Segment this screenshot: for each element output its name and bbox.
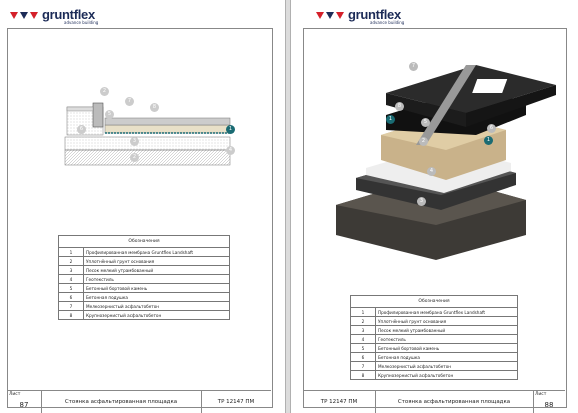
iso-marker-4: 4 [427, 167, 436, 176]
section-marker-6: 6 [77, 125, 86, 134]
iso-marker-6: 6 [487, 124, 496, 133]
section-marker-5: 5 [105, 110, 114, 119]
title-block: ТР 12147 ПМ Стоянка асфальтированная пло… [303, 390, 565, 413]
drawing-frame [303, 28, 567, 408]
section-marker-7: 7 [125, 97, 134, 106]
logo-mark-icon [316, 12, 344, 19]
logo-mark-icon [10, 12, 38, 19]
left-page: gruntflex advance building 2 7 8 5 6 3 1… [0, 0, 286, 413]
sheet-code: ТР 12147 ПМ [217, 399, 255, 405]
sheet-code: ТР 12147 ПМ [303, 391, 376, 413]
section-drawing [64, 102, 231, 166]
iso-marker-8: 8 [395, 102, 404, 111]
brand-logo: gruntflex advance building [316, 8, 404, 25]
iso-marker-1: 1 [386, 115, 395, 124]
section-marker-1: 1 [226, 125, 235, 134]
brand-logo: gruntflex advance building [10, 8, 98, 25]
section-marker-2: 2 [100, 87, 109, 96]
sheet-number: 88 [544, 401, 554, 409]
isometric-drawing [336, 65, 556, 260]
legend-header: Обозначения [58, 235, 230, 248]
iso-marker-2: 2 [419, 137, 428, 146]
sheet-title: Стоянка асфальтированная площадка [41, 391, 202, 413]
sheet-label: Лист [9, 392, 21, 397]
sheet-title: Стоянка асфальтированная площадка [375, 391, 534, 413]
section-marker-4: 4 [226, 146, 235, 155]
brand-tagline: advance building [370, 20, 405, 25]
section-marker-3: 3 [130, 137, 139, 146]
right-page: gruntflex advance building 7 8 1 5 6 1 2… [290, 0, 578, 413]
iso-marker-5: 5 [421, 118, 430, 127]
drawing-frame [7, 28, 273, 408]
legend-header: Обозначения [350, 295, 518, 308]
brand-tagline: advance building [64, 20, 99, 25]
iso-marker-7: 7 [409, 62, 418, 71]
brand-name: gruntflex [348, 7, 401, 22]
sheet-label: Лист [535, 392, 547, 397]
iso-marker-1b: 1 [484, 136, 493, 145]
title-block: Лист 87 Стоянка асфальтированная площадк… [7, 390, 271, 413]
section-marker-8: 8 [150, 103, 159, 112]
sheet-number: 87 [19, 401, 29, 409]
iso-marker-3: 3 [417, 197, 426, 206]
section-marker-2b: 2 [130, 153, 139, 162]
brand-name: gruntflex [42, 7, 95, 22]
